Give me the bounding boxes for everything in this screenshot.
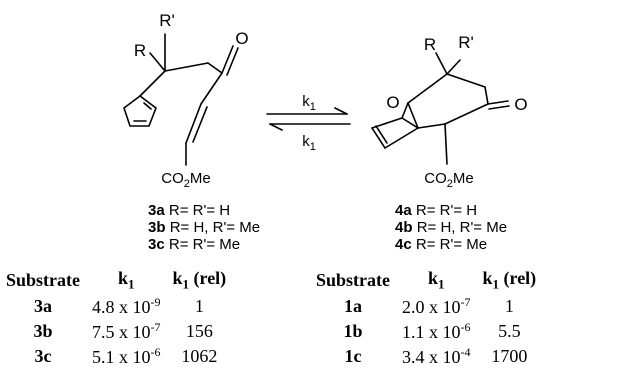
ketone-oxygen-label: O (235, 29, 248, 48)
bond-to-r (435, 52, 448, 75)
compound-label-4c: 4c R= R'= Me (395, 236, 488, 253)
bond (401, 117, 419, 129)
relative-rate-cell: 5.5 (498, 321, 521, 341)
ester-label: CO2Me (424, 170, 473, 190)
rate-constant-cell: 7.5 x 10-7 (92, 320, 161, 342)
bond (200, 72, 223, 105)
relative-rate-cell: 1062 (181, 346, 218, 366)
rate-constant-cell: 5.1 x 10-6 (92, 345, 161, 367)
carbonyl-bond (226, 47, 239, 76)
bond (417, 123, 446, 129)
bond-to-r-prime (446, 59, 461, 75)
alkene-bond (192, 106, 208, 143)
r-prime-label: R' (159, 11, 175, 30)
table-row: 3b 7.5 x 10-7 156 (0, 319, 232, 344)
rate-table-reference: Substrate k1 k1 (rel) 1a 2.0 x 10-7 1 1b… (310, 267, 542, 368)
bond-to-ester (444, 123, 448, 165)
column-header-k1: k1 (428, 268, 445, 292)
r-prime-label: R' (458, 33, 474, 52)
relative-rate-cell: 1700 (491, 346, 528, 366)
substrate-cell: 1c (344, 346, 362, 366)
substrate-cell: 3a (34, 296, 52, 316)
carbonyl-bond (487, 100, 509, 105)
table-row: 3c 5.1 x 10-6 1062 (0, 344, 232, 368)
table-row: 3a 4.8 x 10-9 1 (0, 294, 232, 319)
compound-label-3b: 3b R= H, R'= Me (148, 219, 261, 236)
column-header-k1-rel: k1 (rel) (482, 268, 537, 292)
alkene-bond (371, 127, 386, 149)
compound-label-3c: 3c R= R'= Me (148, 236, 241, 253)
forward-arrowhead (334, 107, 348, 115)
relative-rate-cell: 1 (194, 296, 204, 316)
column-header-k1: k1 (118, 268, 135, 292)
bond (407, 73, 448, 104)
bond (484, 86, 489, 105)
reverse-rate-label: k1 (302, 133, 316, 153)
bond (384, 127, 419, 149)
substrate-cell: 1b (343, 321, 363, 341)
compound-label-4a: 4a R= R'= H (395, 202, 478, 219)
bond (207, 62, 223, 74)
alkene-bond (185, 103, 202, 144)
substrate-cell: 3b (33, 321, 53, 341)
r-label: R (134, 41, 146, 60)
substrate-cell: 3c (34, 346, 52, 366)
ester-label: CO2Me (161, 170, 210, 190)
bond (446, 73, 486, 88)
compound-label-4b: 4b R= H, R'= Me (395, 219, 508, 236)
substrate-cell: 1a (344, 296, 362, 316)
carbonyl-bond (221, 45, 234, 74)
column-header-substrate: Substrate (316, 270, 391, 290)
ketone-oxygen-label: O (514, 95, 527, 114)
column-header-substrate: Substrate (6, 270, 81, 290)
bond (139, 70, 166, 97)
relative-rate-cell: 156 (185, 321, 213, 341)
rate-constant-cell: 4.8 x 10-9 (92, 295, 161, 317)
bond-to-r (149, 52, 166, 72)
table-row: 1c 3.4 x 10-4 1700 (310, 344, 542, 368)
table-row: 1b 1.1 x 10-6 5.5 (310, 319, 542, 344)
rate-constant-cell: 2.0 x 10-7 (402, 295, 471, 317)
forward-rate-label: k1 (302, 93, 316, 113)
bond (401, 102, 409, 119)
furan-double-bond (143, 102, 152, 110)
rate-constant-cell: 3.4 x 10-4 (402, 345, 471, 367)
bond (407, 102, 419, 129)
relative-rate-cell: 1 (504, 296, 514, 316)
compound-label-3a: 3a R= R'= H (148, 202, 231, 219)
carbonyl-bond (488, 105, 510, 110)
table-row: 1a 2.0 x 10-7 1 (310, 294, 542, 319)
rate-table-furan: Substrate k1 k1 (rel) 3a 4.8 x 10-9 1 3b… (0, 267, 232, 368)
table-header-row: Substrate k1 k1 (rel) (310, 267, 542, 294)
column-header-k1-rel: k1 (rel) (172, 268, 227, 292)
bond (444, 103, 489, 125)
r-label: R (424, 35, 436, 54)
bridge-oxygen-label: O (386, 93, 399, 112)
bond (164, 62, 209, 72)
furan-ring (123, 95, 157, 127)
reverse-arrowhead (269, 123, 283, 131)
table-header-row: Substrate k1 k1 (rel) (0, 267, 232, 294)
rate-constant-cell: 1.1 x 10-6 (402, 320, 471, 342)
reaction-scheme: R R' O O R R' O CO2Me CO2Me k1 k1 (123, 11, 528, 190)
alkene-bond (375, 125, 388, 144)
